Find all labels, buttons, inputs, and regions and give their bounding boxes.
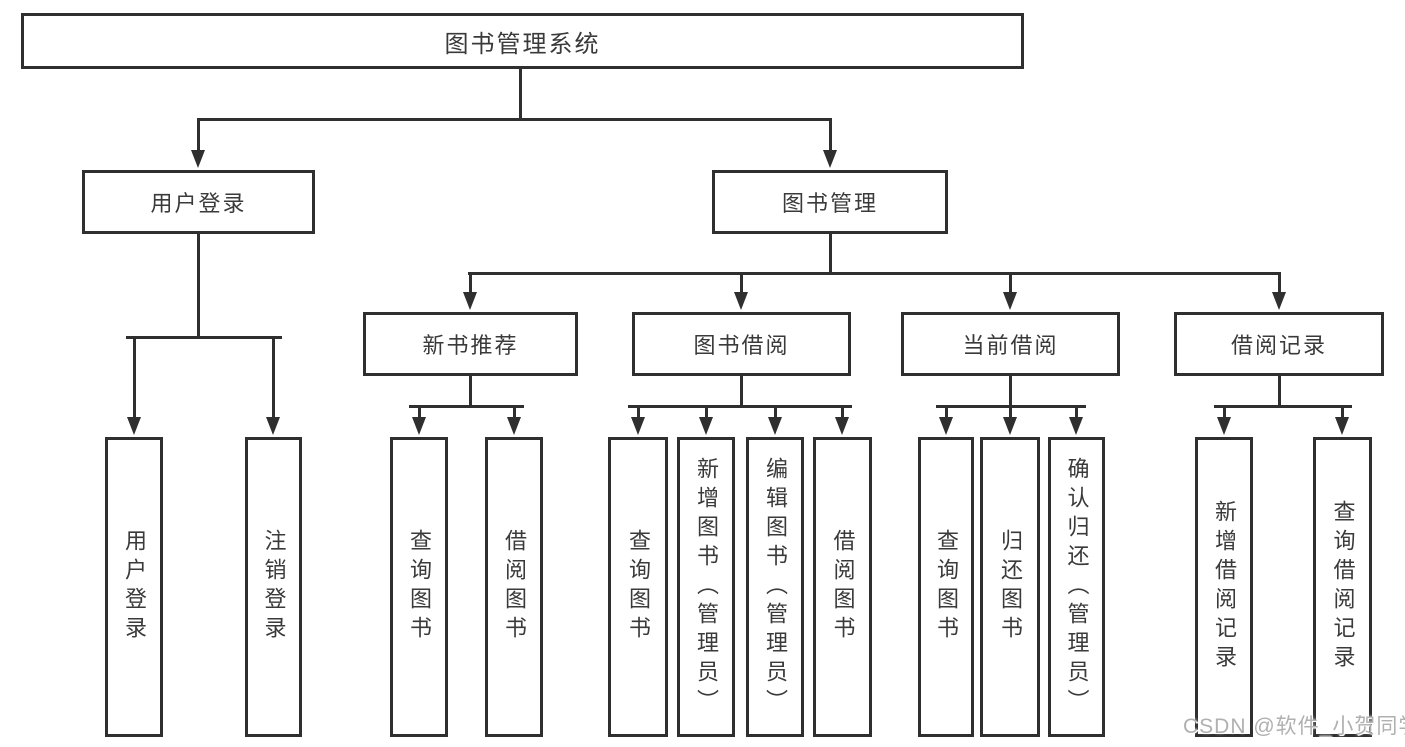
connector-records-hbar	[1214, 405, 1352, 408]
connector-mgmt-stem	[829, 234, 832, 275]
arrow-down-icon	[1272, 292, 1286, 310]
arrow-down-icon	[1335, 417, 1349, 435]
connector-user-leaf2-shaft	[272, 336, 275, 418]
connector-user-leaf1-shaft	[133, 336, 136, 418]
node-book-borrow: 图书借阅	[632, 312, 851, 376]
arrow-down-icon	[127, 417, 141, 435]
arrow-down-icon	[768, 417, 782, 435]
connector-bookborrow-stem	[740, 376, 743, 407]
leaf-borrow-query-label: 查询图书	[626, 529, 651, 645]
connector-user-stem	[197, 234, 200, 338]
leaf-newbooks-borrow: 借阅图书	[485, 437, 543, 737]
leaf-user-login: 用户登录	[105, 437, 163, 737]
leaf-newbooks-borrow-label: 借阅图书	[502, 529, 527, 645]
leaf-records-add: 新增借阅记录	[1195, 437, 1253, 737]
arrow-down-icon	[823, 150, 837, 168]
arrow-down-icon	[266, 417, 280, 435]
leaf-logout: 注销登录	[245, 437, 302, 737]
arrow-down-icon	[191, 150, 205, 168]
leaf-borrow-edit-admin-label: 编辑图书（管理员）	[763, 456, 788, 718]
node-book-mgmt: 图书管理	[712, 170, 948, 234]
leaf-records-add-label: 新增借阅记录	[1212, 500, 1237, 674]
connector-records-shaft	[1278, 272, 1281, 294]
leaf-borrow-borrow-label: 借阅图书	[830, 529, 856, 645]
connector-leaf-shaft	[945, 405, 948, 419]
arrow-down-icon	[463, 292, 477, 310]
connector-newbooks-shaft	[469, 272, 472, 294]
connector-currentborrow-shaft	[1009, 272, 1012, 294]
leaf-records-query: 查询借阅记录	[1313, 437, 1372, 737]
leaf-current-return-label: 归还图书	[998, 529, 1023, 645]
leaf-current-return: 归还图书	[980, 437, 1040, 737]
connector-leaf-shaft	[841, 405, 844, 419]
connector-root-hbar	[197, 118, 831, 121]
leaf-user-login-label: 用户登录	[122, 529, 147, 645]
node-borrow-records-label: 借阅记录	[1230, 333, 1327, 358]
connector-mgmt-shaft	[829, 118, 832, 152]
leaf-records-query-label: 查询借阅记录	[1330, 500, 1356, 674]
leaf-borrow-add-admin-label: 新增图书（管理员）	[694, 456, 719, 718]
leaf-current-query-label: 查询图书	[934, 529, 959, 645]
node-current-borrow-label: 当前借阅	[962, 333, 1059, 358]
leaf-current-confirm-admin: 确认归还（管理员）	[1048, 437, 1105, 737]
connector-leaf-shaft	[513, 405, 516, 419]
node-new-books: 新书推荐	[363, 312, 578, 376]
arrow-down-icon	[699, 417, 713, 435]
arrow-down-icon	[1003, 417, 1017, 435]
node-user-login: 用户登录	[82, 170, 315, 234]
csdn-watermark: CSDN @软件_小贺同学	[1183, 715, 1405, 738]
connector-bookborrow-shaft	[740, 272, 743, 294]
arrow-down-icon	[1217, 417, 1231, 435]
connector-bookborrow-hbar	[628, 405, 852, 408]
node-current-borrow: 当前借阅	[901, 312, 1120, 376]
leaf-borrow-query: 查询图书	[608, 437, 668, 737]
connector-root-stem	[519, 69, 522, 120]
node-book-borrow-label: 图书借阅	[693, 333, 790, 358]
arrow-down-icon	[734, 292, 748, 310]
node-user-login-label: 用户登录	[150, 191, 247, 216]
connector-newbooks-hbar	[409, 405, 524, 408]
arrow-down-icon	[507, 417, 521, 435]
leaf-current-confirm-admin-label: 确认归还（管理员）	[1064, 456, 1090, 718]
connector-leaf-shaft	[705, 405, 708, 419]
leaf-borrow-add-admin: 新增图书（管理员）	[677, 437, 735, 737]
connector-mgmt-hbar	[468, 272, 1281, 275]
connector-user-hbar	[126, 336, 282, 339]
node-borrow-records: 借阅记录	[1174, 312, 1384, 376]
connector-leaf-shaft	[1075, 405, 1078, 419]
leaf-newbooks-query: 查询图书	[390, 437, 448, 737]
connector-currentborrow-stem	[1009, 376, 1012, 407]
arrow-down-icon	[631, 417, 645, 435]
leaf-logout-label: 注销登录	[261, 529, 287, 645]
arrow-down-icon	[1069, 417, 1083, 435]
node-root-label: 图书管理系统	[444, 30, 601, 58]
leaf-borrow-edit-admin: 编辑图书（管理员）	[746, 437, 804, 737]
arrow-down-icon	[939, 417, 953, 435]
node-root: 图书管理系统	[21, 13, 1024, 69]
connector-leaf-shaft	[774, 405, 777, 419]
node-new-books-label: 新书推荐	[422, 333, 519, 358]
connector-user-shaft	[197, 118, 200, 152]
leaf-newbooks-query-label: 查询图书	[407, 529, 432, 645]
leaf-current-query: 查询图书	[918, 437, 974, 737]
leaf-borrow-borrow: 借阅图书	[813, 437, 872, 737]
node-book-mgmt-label: 图书管理	[781, 191, 878, 216]
arrow-down-icon	[412, 417, 426, 435]
connector-leaf-shaft	[1223, 405, 1226, 419]
connector-records-stem	[1278, 376, 1281, 407]
arrow-down-icon	[835, 417, 849, 435]
connector-leaf-shaft	[637, 405, 640, 419]
connector-leaf-shaft	[1341, 405, 1344, 419]
arrow-down-icon	[1003, 292, 1017, 310]
connector-leaf-shaft	[1009, 405, 1012, 419]
connector-newbooks-stem	[469, 376, 472, 407]
connector-leaf-shaft	[418, 405, 421, 419]
